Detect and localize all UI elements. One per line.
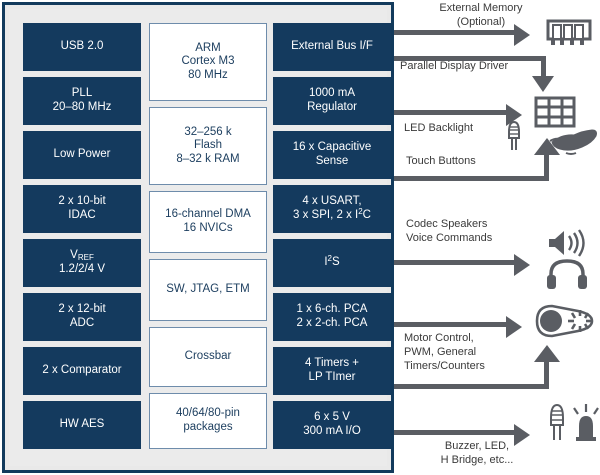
memory-module-icon (546, 19, 592, 45)
line-parallel-display (394, 56, 546, 61)
label-led-backlight: LED Backlight (404, 122, 474, 134)
arrow-buzzer-led (514, 424, 530, 446)
block-i2s[interactable]: I2S (273, 239, 391, 287)
led-icon (508, 120, 520, 150)
arrow-external-memory (514, 24, 530, 46)
display-grid-icon (534, 96, 576, 128)
block-usb-20[interactable]: USB 2.0 (23, 23, 141, 71)
block-sw-jtag-etm[interactable]: SW, JTAG, ETM (149, 259, 267, 321)
speaker-icon (549, 229, 585, 257)
arrow-motor-out (506, 316, 522, 338)
headphones-icon (547, 259, 587, 289)
line-codec-speakers (394, 260, 516, 265)
block-external-bus-if[interactable]: External Bus I/F (273, 23, 391, 71)
block-hw-aes[interactable]: HW AES (23, 401, 141, 449)
arrow-led-backlight (506, 104, 522, 126)
external-peripherals-panel: External Memory(Optional) Parallel Displ… (394, 0, 600, 475)
label-parallel-display-driver: Parallel Display Driver (400, 60, 509, 72)
line-parallel-display-drop (541, 56, 546, 78)
line-buzzer-led (394, 430, 516, 435)
block-comparator[interactable]: 2 x Comparator (23, 347, 141, 395)
alarm-beacon-icon (573, 404, 599, 441)
hand-icon (549, 129, 597, 155)
line-led-backlight (394, 110, 508, 115)
line-motor-in-rise (544, 362, 549, 386)
block-crossbar[interactable]: Crossbar (149, 327, 267, 387)
led-buzzer-icon (550, 403, 564, 440)
line-motor-out (394, 322, 508, 327)
block-timers[interactable]: 4 Timers +LP TImer (273, 347, 391, 395)
line-touch-buttons (394, 176, 549, 181)
label-buzzer-led: Buzzer, LED,H Bridge, etc... (440, 440, 514, 466)
motor-belt-icon (535, 304, 594, 338)
arrow-motor-in (534, 345, 560, 362)
line-motor-in (394, 384, 549, 389)
label-touch-buttons: Touch Buttons (406, 155, 476, 167)
arrow-parallel-display (532, 76, 554, 92)
block-low-power[interactable]: Low Power (23, 131, 141, 179)
arrow-codec-speakers (514, 254, 530, 276)
line-external-memory (394, 30, 516, 35)
label-external-memory: External Memory(Optional) (439, 2, 523, 28)
line-touch-buttons-rise (544, 155, 549, 178)
block-usart-spi-i2c[interactable]: 4 x USART,3 x SPI, 2 x I2C (273, 185, 391, 233)
